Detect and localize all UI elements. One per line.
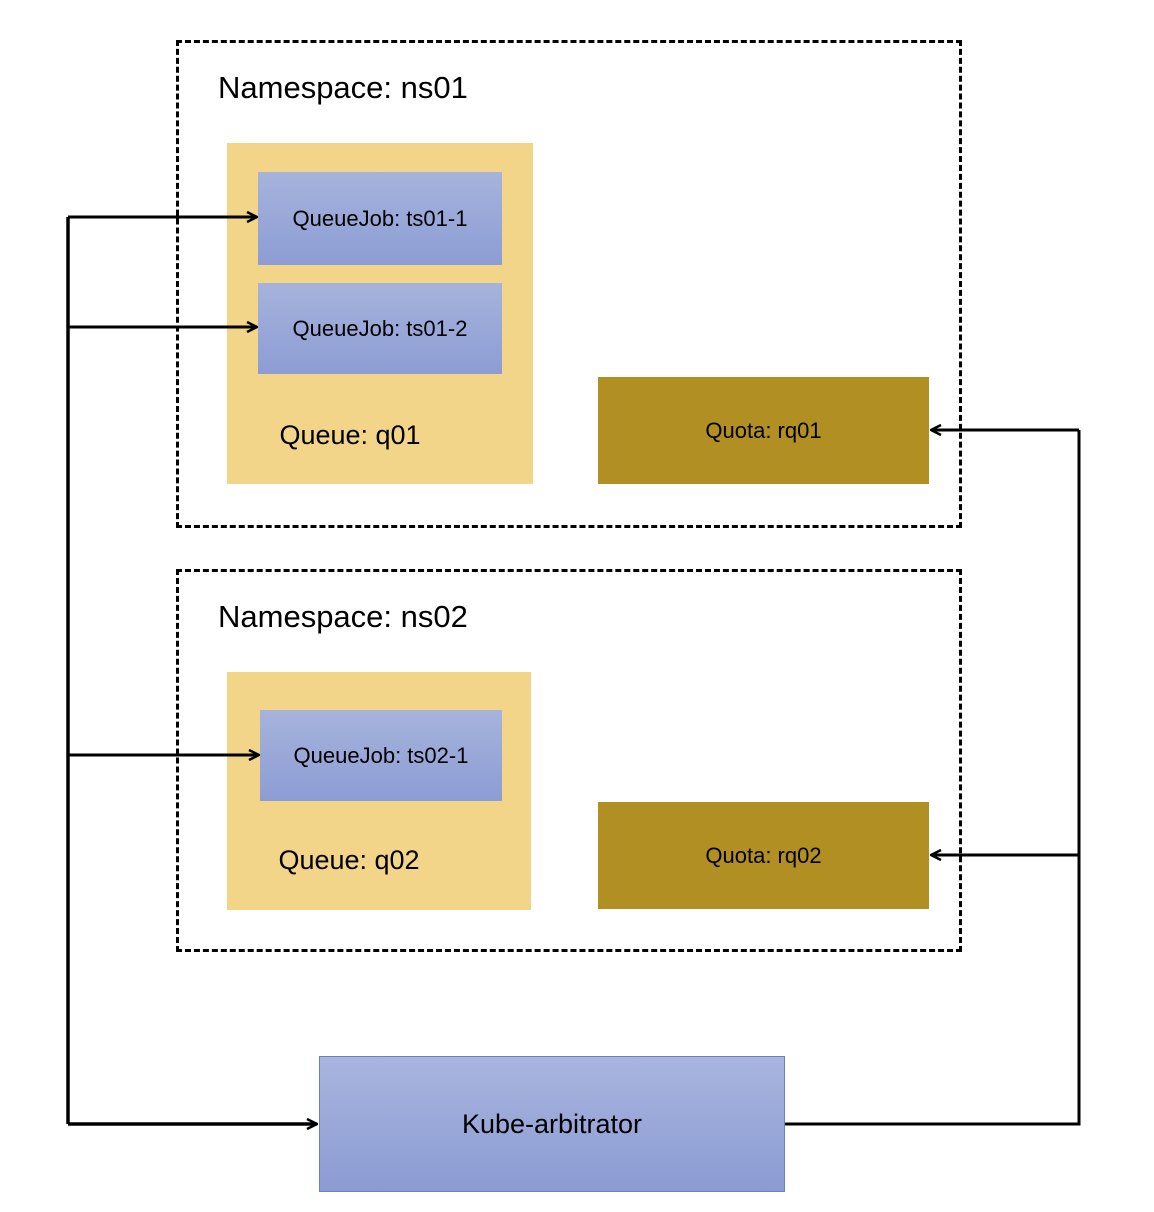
kube-arbitrator-box[interactable]: Kube-arbitrator	[319, 1056, 785, 1192]
queuejob-ts01-2[interactable]: QueueJob: ts01-2	[258, 283, 502, 374]
namespace-label-ns01: Namespace: ns01	[218, 70, 468, 105]
namespace-ns01	[176, 40, 962, 528]
queue-label-q01: Queue: q01	[279, 420, 421, 450]
queue-label-q02: Queue: q02	[278, 845, 420, 875]
quota-rq01[interactable]: Quota: rq01	[598, 377, 929, 484]
queuejob-ts01-1[interactable]: QueueJob: ts01-1	[258, 172, 502, 265]
queuejob-ts02-1[interactable]: QueueJob: ts02-1	[260, 710, 502, 801]
quota-rq02[interactable]: Quota: rq02	[598, 802, 929, 909]
namespace-label-ns02: Namespace: ns02	[218, 599, 468, 634]
